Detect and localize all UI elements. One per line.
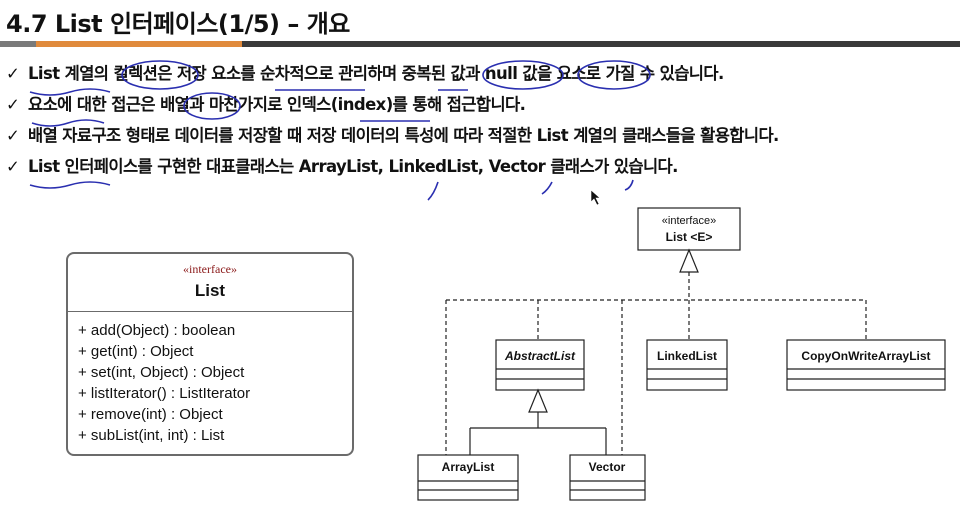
annotation-squiggle — [29, 181, 111, 189]
title-underline-bar — [0, 41, 960, 47]
bullet-text: List 인터페이스를 구현한 대표클래스는 ArrayList, Linked… — [28, 157, 678, 176]
method-item: + set(int, Object) : Object — [78, 364, 245, 381]
method-item: + listIterator() : ListIterator — [78, 385, 251, 402]
method-item: + get(int) : Object — [78, 343, 194, 360]
copyonwritearraylist-box — [786, 339, 946, 391]
check-icon: ✓ — [6, 64, 20, 83]
method-list: + add(Object) : boolean + get(int) : Obj… — [78, 320, 250, 446]
interface-name: List — [194, 281, 226, 300]
list-e-box — [637, 207, 741, 251]
cursor-icon — [590, 189, 601, 206]
bullet-list: ✓ List 계열의 컬렉션은 저장 요소를 순차적으로 관리하며 중복된 값과 … — [6, 60, 956, 184]
annotation-circle — [121, 60, 199, 90]
stereotype-label: «interface» — [183, 262, 237, 276]
divider — [68, 311, 352, 312]
abstractlist-label: AbstractList — [504, 349, 576, 363]
annotation-tick — [427, 181, 439, 201]
linkedlist-label: LinkedList — [657, 349, 717, 363]
inheritance-arrow-icon — [528, 388, 548, 413]
annotation-circle — [577, 60, 651, 90]
annotation-circle — [183, 92, 241, 120]
method-item: + add(Object) : boolean — [78, 322, 236, 339]
annotation-squiggle — [31, 119, 105, 127]
bullet-text: 요소에 대한 접근은 배열과 마찬가지로 인덱스(index)를 통해 접근합니… — [28, 95, 526, 114]
linkedlist-box — [646, 339, 728, 391]
bullet-item: ✓ List 계열의 컬렉션은 저장 요소를 순차적으로 관리하며 중복된 값과 … — [6, 60, 956, 91]
bullet-text: 배열 자료구조 형태로 데이터를 저장할 때 저장 데이터의 특성에 따라 적절… — [28, 126, 779, 145]
method-item: + remove(int) : Object — [78, 406, 223, 423]
vector-label: Vector — [589, 460, 626, 474]
bullet-item: ✓ List 인터페이스를 구현한 대표클래스는 ArrayList, Linke… — [6, 153, 956, 184]
root-stereotype: «interface» — [662, 215, 716, 227]
bullet-item: ✓ 요소에 대한 접근은 배열과 마찬가지로 인덱스(index)를 통해 접근합… — [6, 91, 956, 122]
bullet-text: List 계열의 컬렉션은 저장 요소를 순차적으로 관리하며 중복된 값과 n… — [28, 64, 724, 83]
page-title: 4.7 List 인터페이스(1/5) – 개요 — [6, 10, 350, 38]
method-item: + subList(int, int) : List — [78, 427, 225, 444]
arraylist-label: ArrayList — [442, 460, 495, 474]
root-name: List <E> — [666, 230, 713, 244]
vector-box — [569, 454, 646, 501]
check-icon: ✓ — [6, 157, 20, 176]
annotation-circle — [482, 60, 564, 90]
annotation-squiggle — [29, 88, 111, 96]
realization-arrow-icon — [679, 248, 699, 273]
check-icon: ✓ — [6, 126, 20, 145]
list-interface-card: «interface» List + add(Object) : boolean… — [66, 252, 354, 456]
annotation-tick — [541, 181, 553, 195]
abstractlist-box — [495, 339, 585, 391]
check-icon: ✓ — [6, 95, 20, 114]
arraylist-box — [417, 454, 519, 501]
copyonwritearraylist-label: CopyOnWriteArrayList — [801, 349, 930, 363]
annotation-tick — [624, 179, 634, 191]
bullet-item: ✓ 배열 자료구조 형태로 데이터를 저장할 때 저장 데이터의 특성에 따라 적… — [6, 122, 956, 153]
